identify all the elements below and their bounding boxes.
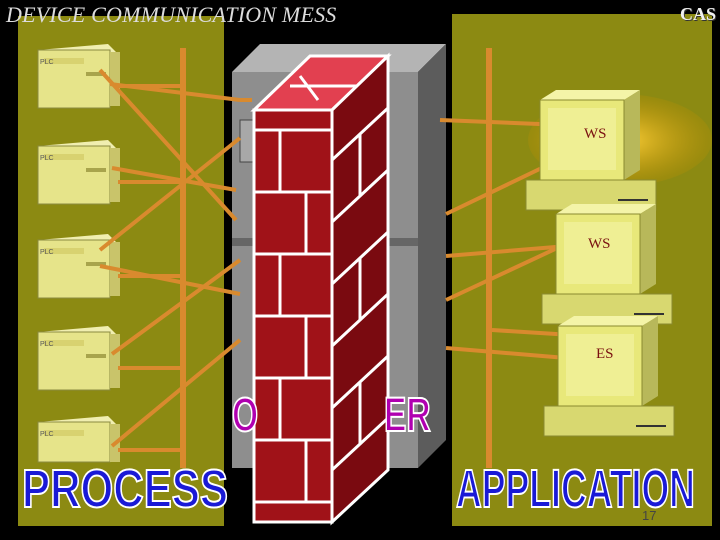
cas-logo: CAS (680, 4, 716, 25)
slide-title: DEVICE COMMUNICATION MESS (6, 2, 337, 28)
svg-text:PLC: PLC (40, 59, 54, 66)
workstation-label: WS (588, 236, 611, 253)
workstation-label: ES (596, 346, 614, 363)
workstation (542, 204, 672, 324)
workstation (544, 316, 674, 436)
partial-label-left: O (232, 388, 258, 443)
page-number: 17 (642, 508, 656, 523)
svg-text:PLC: PLC (40, 155, 54, 162)
plc-device: PLC (38, 326, 120, 390)
application-label: APPLICATION (456, 458, 695, 520)
svg-text:PLC: PLC (40, 341, 54, 348)
firewall (254, 56, 388, 522)
process-label: PROCESS (22, 458, 228, 520)
workstation-label: WS (584, 126, 607, 143)
svg-text:PLC: PLC (40, 431, 54, 438)
plc-device: PLC (38, 140, 120, 204)
plc-device: PLC (38, 416, 120, 462)
workstation (526, 90, 656, 210)
partial-label-right: ER (384, 388, 431, 443)
svg-text:PLC: PLC (40, 249, 54, 256)
plc-device-list: PLC PLC PLC PLC (38, 44, 120, 462)
